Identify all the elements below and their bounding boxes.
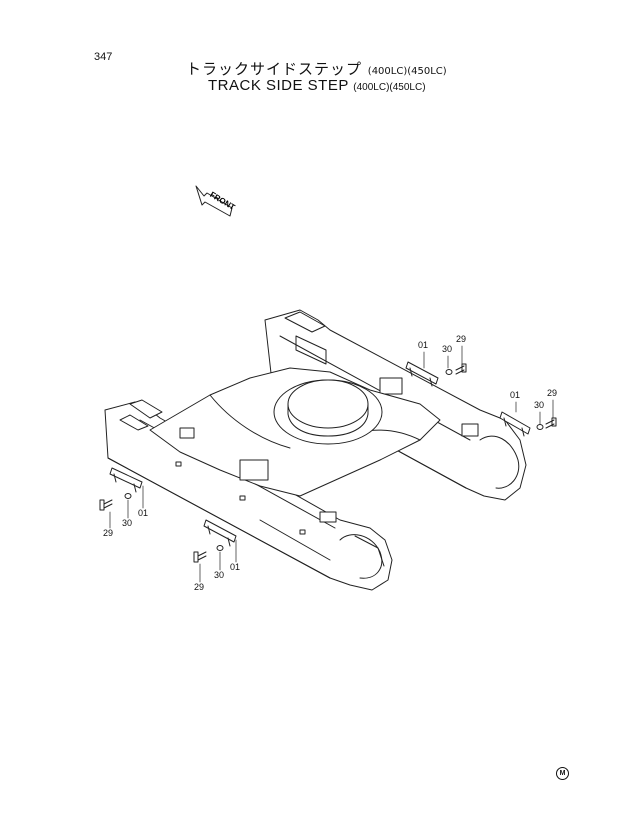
callout-30-b: 30 <box>534 400 544 410</box>
variant-450lc: (450LC) <box>407 66 447 77</box>
step-part-01-c <box>109 467 143 493</box>
step-part-01-a <box>405 361 439 387</box>
callout-30-a: 30 <box>442 344 452 354</box>
step-part-01-d <box>203 519 237 547</box>
callout-30-d: 30 <box>214 570 224 580</box>
variant-400lc-en: (400LC) <box>353 82 390 93</box>
bolt-washer-set-b <box>536 417 557 430</box>
callout-29-b: 29 <box>547 388 557 398</box>
callout-01-c: 01 <box>138 508 148 518</box>
bolt-washer-set-d <box>193 545 224 563</box>
callout-01-d: 01 <box>230 562 240 572</box>
bolt-washer-set-c <box>99 493 132 511</box>
page-number: 347 <box>94 51 113 63</box>
title-japanese-text: トラックサイドステップ <box>186 60 363 78</box>
callout-30-c: 30 <box>122 518 132 528</box>
leader-lines <box>109 345 554 583</box>
variant-400lc: (400LC) <box>367 66 408 77</box>
swing-bearing <box>273 379 383 445</box>
footer-mark: M <box>556 767 569 780</box>
step-part-01-b <box>499 411 531 437</box>
callout-29-a: 29 <box>456 334 466 344</box>
callout-01-a: 01 <box>418 340 428 350</box>
bolt-washer-set-a <box>445 363 467 375</box>
callout-29-c: 29 <box>103 528 113 538</box>
callout-01-b: 01 <box>510 390 520 400</box>
callout-29-d: 29 <box>194 582 204 592</box>
title-english: TRACK SIDE STEP (400LC)(450LC) <box>208 77 426 94</box>
title-english-text: TRACK SIDE STEP <box>208 77 349 94</box>
variant-450lc-en: (450LC) <box>389 82 426 93</box>
title-japanese: トラックサイドステップ (400LC)(450LC) <box>186 58 447 79</box>
front-arrow-icon <box>195 185 233 217</box>
